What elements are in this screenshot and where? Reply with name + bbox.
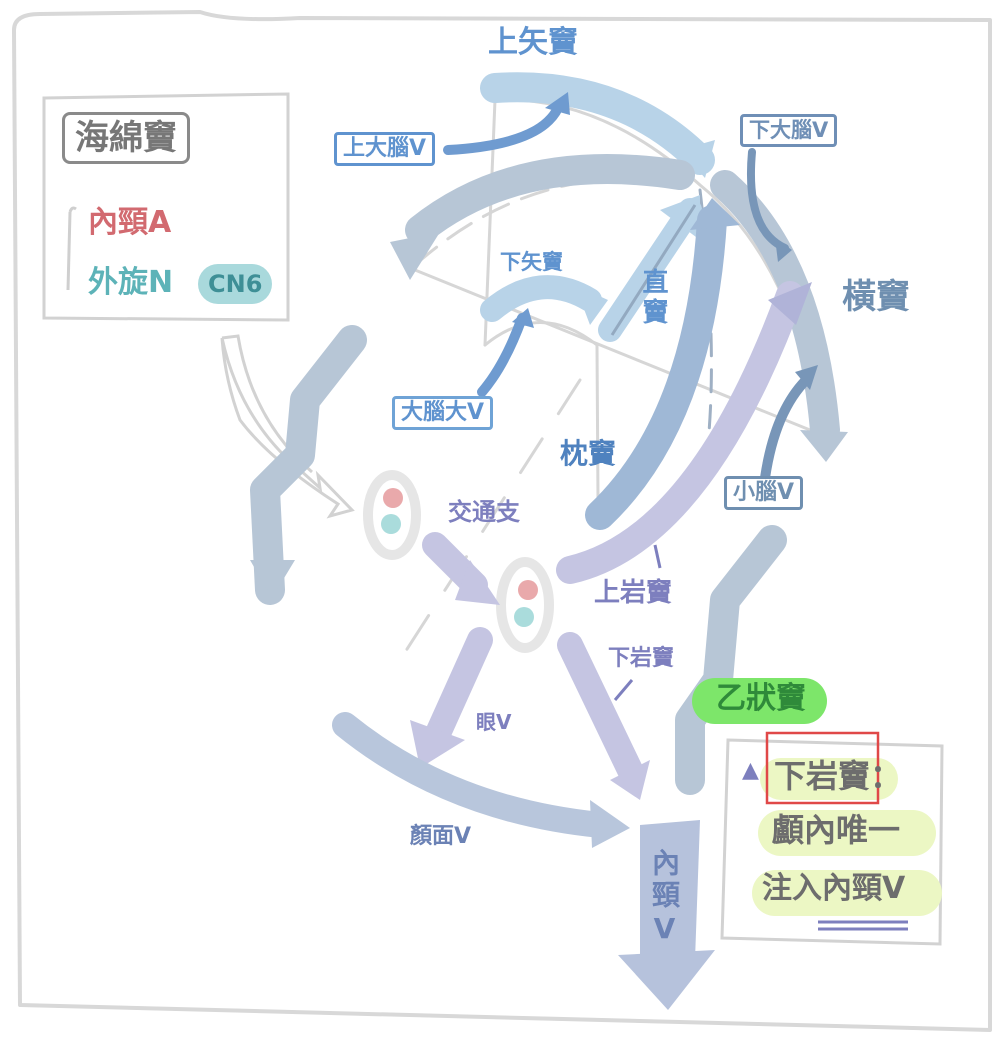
- superior-cerebral-v-arrow: [443, 103, 563, 155]
- legend-title: 海綿竇: [62, 112, 190, 164]
- occipital-band: [585, 205, 727, 530]
- legend-item-internal-carotid: 內頸A: [88, 205, 172, 240]
- straight-sinus-band: [598, 198, 702, 342]
- legend-item-abducens: 外旋N: [88, 265, 174, 300]
- left-drainage-band: [250, 325, 367, 605]
- label-inferior-petrosal: 下岩竇: [608, 646, 675, 671]
- cavernous-pointer-arrow: [220, 337, 355, 519]
- cavernous-sinus-right: [496, 557, 554, 653]
- ophthalmic-v-band: [422, 627, 493, 753]
- cerebellar-v-arrow: [760, 373, 813, 483]
- label-great-cerebral-v: 大腦大V: [392, 396, 494, 430]
- sagittal-return-band: [405, 154, 695, 245]
- label-superior-petrosal: 上岩竇: [594, 578, 673, 608]
- note-line-2: 顱內唯一: [772, 811, 901, 849]
- label-superior-cerebral-v: 上大腦V: [334, 132, 436, 166]
- sigmoid-pill: [692, 678, 827, 724]
- cn6-badge: CN6: [198, 264, 273, 304]
- note-line-3: 注入內頸V: [762, 871, 906, 906]
- label-straight: 直竇: [638, 268, 668, 328]
- note-line-1: 下岩竇：: [774, 757, 903, 795]
- label-inferior-sagittal: 下矢竇: [500, 250, 563, 274]
- note-frame: [720, 738, 944, 946]
- note-bullet-icon: ▲: [742, 758, 759, 783]
- label-cerebellar-v: 小腦V: [724, 476, 804, 510]
- legend-frame: [42, 92, 290, 322]
- inferior-sagittal-band: [480, 275, 602, 322]
- superior-sagittal-band: [480, 72, 715, 175]
- label-facial-v: 顏面V: [410, 824, 472, 849]
- outer-frame: [12, 10, 992, 1032]
- highlight-marker-box: [765, 731, 880, 805]
- label-sigmoid: 乙狀竇: [716, 681, 806, 716]
- label-inferior-cerebral-v: 下大腦V: [740, 114, 838, 147]
- label-internal-jugular-v: 內頸V: [648, 848, 681, 949]
- inferior-petrosal-band: [557, 632, 643, 783]
- label-intercavernous: 交通支: [448, 498, 520, 526]
- label-transverse: 橫竇: [842, 277, 910, 317]
- superior-petrosal-band: [556, 281, 804, 584]
- internal-jugular-band: [640, 820, 700, 960]
- great-cerebral-v-arrow: [477, 313, 527, 397]
- label-superior-sagittal: 上矢竇: [488, 25, 578, 60]
- cavernous-sinus-left: [363, 470, 421, 560]
- facial-v-band: [332, 712, 613, 838]
- label-ophthalmic-v: 眼V: [476, 710, 512, 734]
- sigmoid-band: [675, 525, 787, 795]
- label-occipital: 枕竇: [560, 437, 617, 470]
